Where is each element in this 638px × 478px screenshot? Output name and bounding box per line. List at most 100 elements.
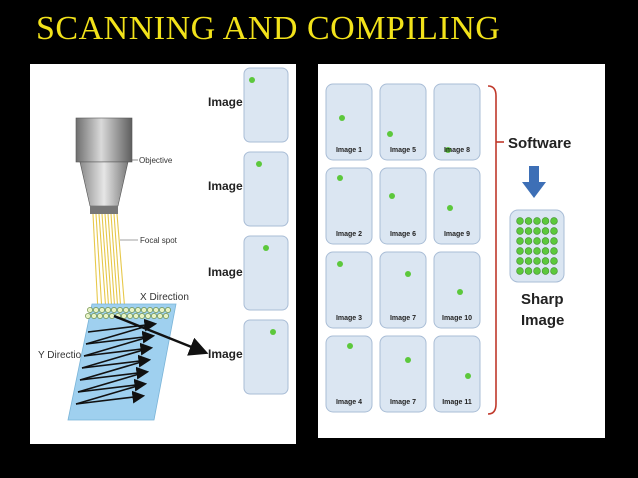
image-tile-2: [243, 151, 289, 227]
tile-label: Image 2: [336, 231, 362, 238]
focal-dot: [337, 261, 343, 267]
tile-label: Image 11: [442, 399, 472, 406]
sharp-dot: [541, 237, 550, 245]
scan-dot: [105, 307, 111, 313]
sharp-dot: [516, 247, 524, 255]
sharp-dot: [533, 217, 541, 225]
sharp-dot: [533, 227, 541, 235]
scan-dot: [141, 307, 147, 313]
image-label-4: Image 4: [208, 347, 253, 361]
tile-label: Image 10: [442, 315, 472, 322]
x-direction-label: X Direction: [140, 292, 189, 303]
tile-label: Image 7: [390, 399, 416, 406]
sharp-dot: [516, 267, 524, 275]
sharp-dot: [550, 247, 558, 255]
scan-dot: [85, 313, 91, 319]
sharp-dot: [533, 247, 541, 255]
scan-dot: [159, 307, 165, 313]
sharp-dot: [524, 257, 533, 265]
scan-dot: [153, 307, 159, 313]
scan-dot: [147, 307, 153, 313]
focal-dot: [457, 289, 463, 295]
scan-dot: [163, 313, 169, 319]
sharp-dot: [524, 247, 533, 255]
scan-dot: [121, 313, 127, 319]
scan-dot: [145, 313, 151, 319]
sharp-dot: [550, 267, 558, 275]
sharp-dot: [524, 217, 533, 225]
zigzag-scan-path: [75, 318, 158, 405]
focal-dot: [249, 77, 255, 83]
sharp-dot: [516, 217, 524, 225]
scan-dot: [87, 307, 93, 313]
image-label: Image: [521, 312, 564, 329]
focal-dot: [447, 205, 453, 211]
image-tile: [379, 335, 427, 413]
image-label-1: Image 1: [208, 95, 253, 109]
sharp-dot: [533, 237, 541, 245]
tile-label: Image 4: [336, 399, 362, 406]
focal-spot-label: Focal spot: [140, 236, 178, 245]
scan-dot: [129, 307, 135, 313]
image-tile-4: [243, 319, 289, 395]
sharp-dot: [516, 257, 524, 265]
sharp-dot: [516, 227, 524, 235]
image-tile: [379, 251, 427, 329]
scan-dot: [133, 313, 139, 319]
scan-dot: [91, 313, 97, 319]
scan-dot: [117, 307, 123, 313]
image-tile: [433, 167, 481, 245]
sharp-label: Sharp: [521, 291, 564, 308]
image-label-3: Image 3: [208, 265, 253, 279]
image-tile: [325, 335, 373, 413]
sharp-dot: [550, 237, 558, 245]
tile-label: Image 7: [390, 315, 416, 322]
sharp-dot: [541, 217, 550, 225]
image-tile: [433, 251, 481, 329]
image-tile: [325, 83, 373, 161]
scan-dot: [123, 307, 129, 313]
sharp-dot: [533, 257, 541, 265]
focal-dot: [270, 329, 276, 335]
sharp-dot: [541, 257, 550, 265]
focal-dot: [263, 245, 269, 251]
tile-label: Image 6: [390, 231, 416, 238]
sharp-dot: [524, 267, 533, 275]
tile-label: Image 8: [444, 147, 470, 154]
grouping-bracket: [487, 85, 497, 415]
sharp-dot: [550, 217, 558, 225]
objective-label: Objective: [139, 156, 173, 165]
focal-dot: [339, 115, 345, 121]
image-tile: [379, 83, 427, 161]
sharp-dot: [541, 267, 550, 275]
focal-dot: [405, 357, 411, 363]
scan-dot: [127, 313, 133, 319]
image-tile: [325, 167, 373, 245]
scan-dot: [139, 313, 145, 319]
scan-dot: [135, 307, 141, 313]
sharp-dot: [550, 227, 558, 235]
scanning-illustration: Objective Focal spot X Direction Y Direc…: [38, 67, 289, 421]
scan-to-image-arrow: [113, 314, 209, 356]
image-tile: [325, 251, 373, 329]
scan-dot: [97, 313, 103, 319]
tile-label: Image 9: [444, 231, 470, 238]
focal-dot: [405, 271, 411, 277]
tile-label: Image 1: [336, 147, 362, 154]
image-tile-1: [243, 67, 289, 143]
sharp-image-dot-grid: [516, 217, 558, 275]
y-direction-label: Y Direction: [38, 350, 87, 361]
image-tile: [433, 83, 481, 161]
image-tile: [433, 335, 481, 413]
image-tile-3: [243, 235, 289, 311]
scan-dot: [109, 313, 115, 319]
image-tile: [379, 167, 427, 245]
slide-title: SCANNING AND COMPILING: [36, 10, 501, 47]
down-arrow-icon: [522, 166, 546, 198]
sharp-dot: [524, 227, 533, 235]
sharp-image-tile: [509, 209, 565, 283]
focal-dot: [347, 343, 353, 349]
